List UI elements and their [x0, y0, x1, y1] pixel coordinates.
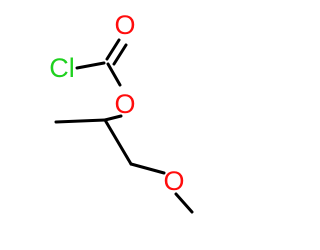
bond-ether-oxygen-methyl: [174, 192, 194, 214]
bond-carbonyl-carbon-ester-oxygen: [106, 62, 122, 87]
chemical-structure-diagram: Cl O O O: [49, 10, 194, 214]
bond-carbonyl-double-a: [105, 38, 121, 61]
atom-labels: Cl O O O: [49, 10, 184, 196]
bonds: [54, 38, 194, 214]
ester-oxygen-atom-label: O: [114, 89, 135, 119]
bond-ester-oxygen-methine: [103, 114, 123, 122]
chlorine-atom-label: Cl: [49, 53, 75, 83]
bond-methyl-methine: [54, 118, 107, 124]
ether-oxygen-atom-label: O: [163, 166, 184, 196]
bond-methine-methylene: [103, 118, 133, 166]
carbonyl-oxygen-atom-label: O: [114, 10, 135, 40]
bond-carbonyl-double-b: [112, 43, 128, 66]
bond-methylene-ether-oxygen: [129, 162, 166, 175]
bond-chlorine-carbonyl-carbon: [75, 61, 106, 70]
